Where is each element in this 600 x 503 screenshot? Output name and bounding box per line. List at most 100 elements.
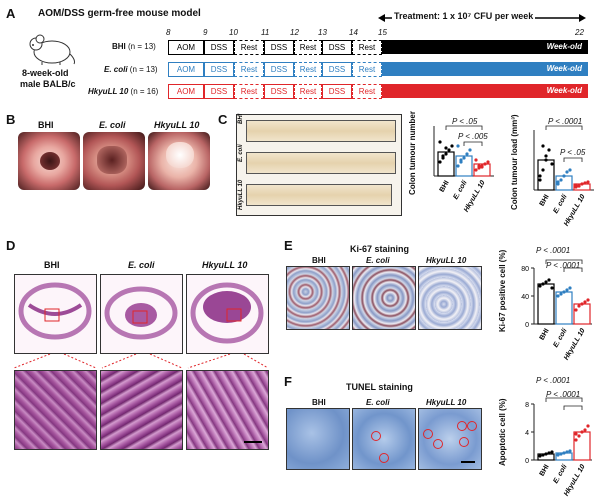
- data-point: [459, 160, 463, 164]
- data-point: [547, 148, 551, 152]
- data-point: [580, 430, 584, 434]
- panel-a-title: AOM/DSS germ-free mouse model: [38, 8, 201, 19]
- data-point: [477, 164, 481, 168]
- cell-dss1-ecoli: DSS: [204, 62, 234, 77]
- data-point: [456, 164, 460, 168]
- data-point: [538, 174, 542, 178]
- zoom-guide-lines: [13, 354, 269, 369]
- data-point: [465, 152, 469, 156]
- cell-rest1-hkyu: Rest: [234, 84, 264, 99]
- f-label-ecoli: E. coli: [366, 398, 390, 407]
- data-point: [468, 148, 472, 152]
- x-tick-label: E. coli: [552, 193, 569, 215]
- data-point: [541, 453, 545, 457]
- data-point: [562, 451, 566, 455]
- data-point: [583, 300, 587, 304]
- tunel-hkyu: [418, 408, 482, 470]
- x-tick-label: BHI: [539, 463, 551, 477]
- data-point: [547, 451, 551, 455]
- f-p2: P < .0001: [546, 390, 581, 399]
- bar: [473, 163, 491, 177]
- data-point: [541, 282, 545, 286]
- data-point: [544, 158, 548, 162]
- cell-aom-bhi: AOM: [168, 40, 204, 55]
- row-label-ecoli: E. coli (n = 13): [104, 65, 158, 74]
- colon-label-ecoli: E. coli: [238, 144, 244, 162]
- mouse-label-1: 8-week-old: [22, 68, 69, 78]
- mouse-label-2: male BALB/c: [20, 79, 76, 89]
- data-point: [562, 290, 566, 294]
- e-title: Ki-67 staining: [350, 244, 410, 254]
- week-14: 14: [349, 28, 358, 37]
- colon-ecoli: [246, 152, 396, 174]
- y-tick-label: 4: [525, 430, 529, 437]
- cell-rest3-bhi: Rest: [352, 40, 382, 55]
- ki67-bhi: [286, 266, 350, 330]
- cell-dss3-bhi: DSS: [322, 40, 352, 55]
- b-label-bhi: BHI: [38, 120, 54, 130]
- ki67-ecoli: [352, 266, 416, 330]
- panel-label-d: D: [6, 238, 16, 253]
- panel-label-c: C: [218, 112, 228, 127]
- data-point: [565, 170, 569, 174]
- bar: [573, 431, 591, 461]
- data-point: [474, 158, 478, 162]
- data-point: [444, 146, 448, 150]
- week-12: 12: [290, 28, 299, 37]
- data-point: [559, 452, 563, 456]
- panel-label-f: F: [284, 374, 292, 389]
- he-overview-ecoli: [100, 274, 183, 354]
- panel-label-a: A: [6, 6, 16, 21]
- data-point: [544, 280, 548, 284]
- bar: [437, 151, 455, 177]
- cell-rest1-bhi: Rest: [234, 40, 264, 55]
- f-ylabel: Apoptotic cell (%): [498, 398, 507, 466]
- data-point: [583, 181, 587, 185]
- data-point: [583, 428, 587, 432]
- bar: [537, 283, 555, 325]
- data-point: [550, 286, 554, 290]
- data-point: [574, 183, 578, 187]
- data-point: [550, 162, 554, 166]
- colon-label-hkyu: HkyuLL 10: [238, 179, 244, 210]
- cell-dss2-hkyu: DSS: [264, 84, 294, 99]
- data-point: [480, 165, 484, 169]
- c1-p1: P < .05: [452, 117, 478, 126]
- data-point: [556, 180, 560, 184]
- endoscopy-bhi: [18, 132, 80, 190]
- data-point: [574, 432, 578, 436]
- d-label-hkyu: HkyuLL 10: [202, 260, 248, 270]
- row-label-bhi: BHI (n = 13): [112, 42, 156, 51]
- y-tick-label: 80: [521, 266, 529, 273]
- b-label-ecoli: E. coli: [99, 120, 126, 130]
- data-point: [541, 144, 545, 148]
- week-22: 22: [575, 28, 584, 37]
- significance-bracket: [563, 157, 583, 162]
- x-tick-label: BHI: [539, 327, 551, 341]
- significance-bracket: [563, 405, 583, 410]
- week-11: 11: [261, 28, 270, 37]
- y-tick-label: 0: [525, 322, 529, 329]
- e-label-ecoli: E. coli: [366, 256, 390, 265]
- he-zoom-bhi: [14, 370, 97, 450]
- week-13: 13: [318, 28, 327, 37]
- data-point: [538, 284, 542, 288]
- x-tick-label: BHI: [539, 193, 551, 207]
- b-label-hkyu: HkyuLL 10: [154, 120, 200, 130]
- mouse-icon: [29, 34, 75, 65]
- data-point: [559, 292, 563, 296]
- c1-p2: P < .005: [458, 132, 488, 141]
- d-label-bhi: BHI: [44, 260, 60, 270]
- cell-rest3-hkyu: Rest: [352, 84, 382, 99]
- c2-p2: P < .05: [560, 148, 586, 157]
- x-tick-label: BHI: [439, 179, 451, 193]
- data-point: [577, 434, 581, 438]
- data-point: [577, 304, 581, 308]
- he-zoom-ecoli: [100, 370, 183, 450]
- bar: [455, 155, 473, 177]
- tunel-bhi: [286, 408, 350, 470]
- data-point: [541, 168, 545, 172]
